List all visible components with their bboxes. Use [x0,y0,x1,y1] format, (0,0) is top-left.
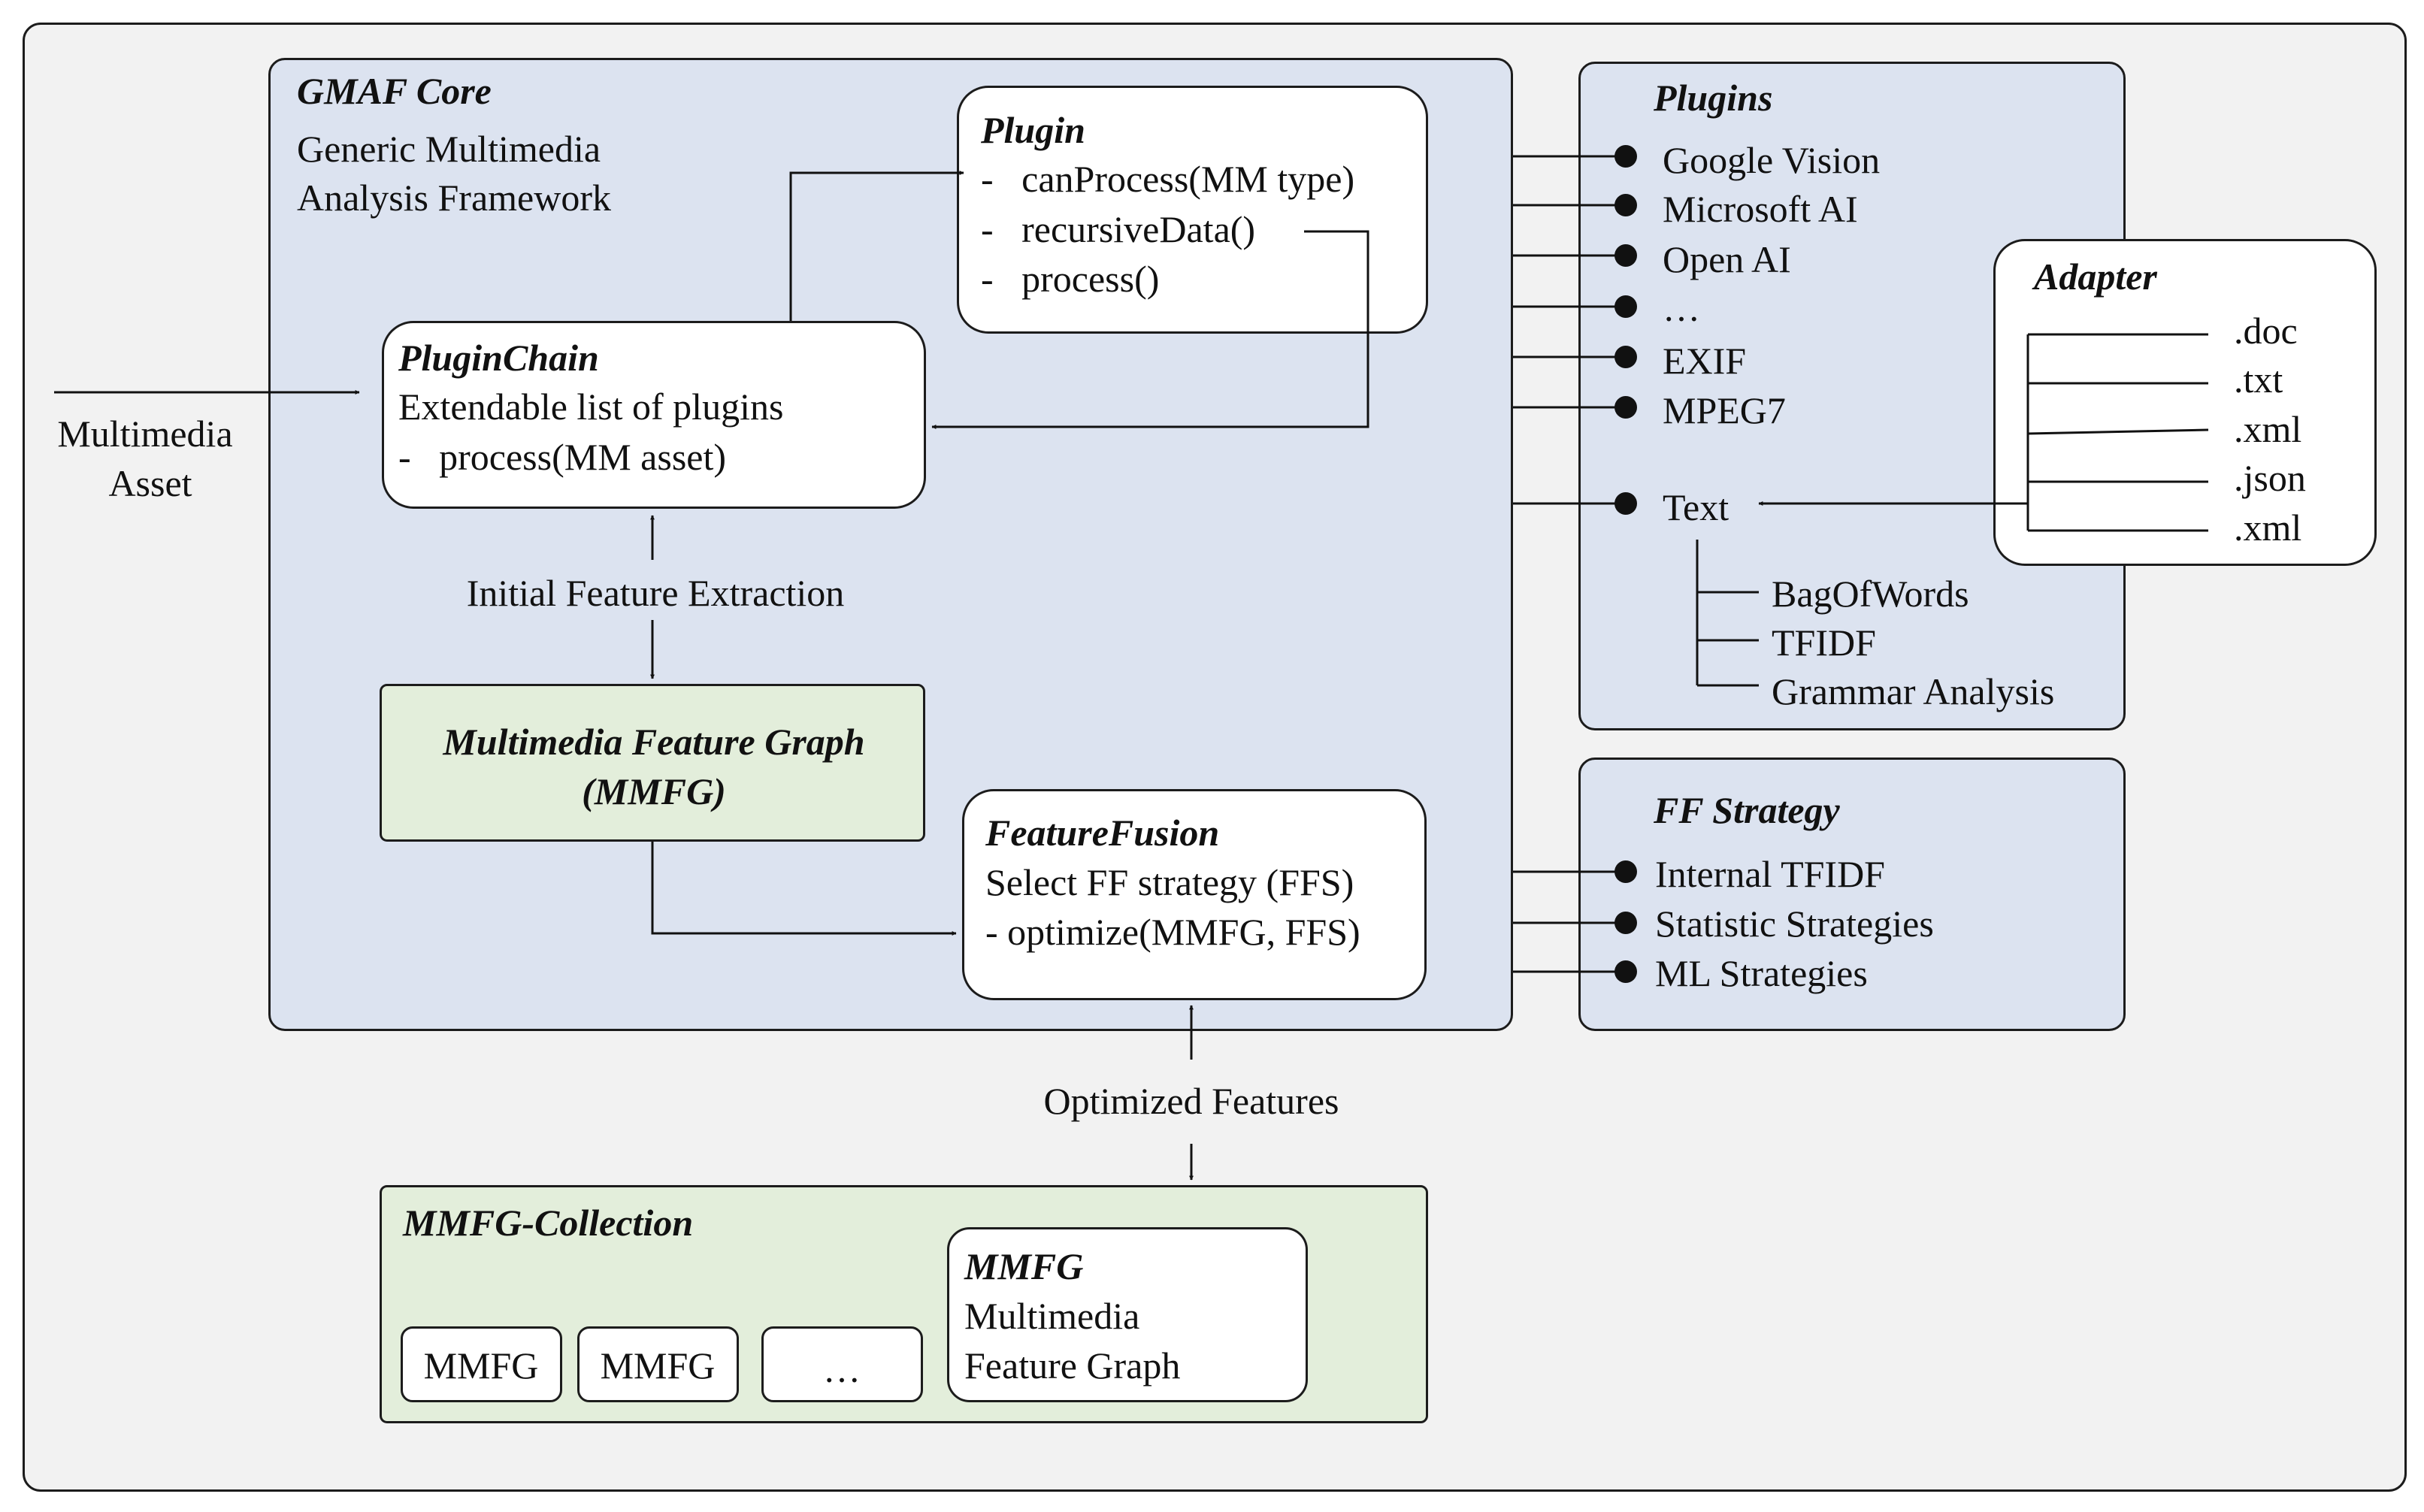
plugin-title: Plugin [981,109,1085,151]
plugin-chain-title: PluginChain [398,337,599,379]
text-child: Grammar Analysis [1772,670,2055,712]
plugin-item: Google Vision [1663,139,1881,181]
mmfg-detail-line2: Feature Graph [964,1344,1181,1387]
plugins-title: Plugins [1654,77,1773,119]
ff-strategy-item: ML Strategies [1655,952,1868,994]
plugin-bullet [1614,145,1637,168]
core-subtitle-line1: Generic Multimedia [297,128,601,170]
plugin-bullet [1614,396,1637,419]
ff-strategy-title: FF Strategy [1654,789,1840,831]
plugin-bullet [1614,295,1637,318]
asset-label-line1: Multimedia [57,413,233,455]
plugin-item: MPEG7 [1663,389,1786,431]
initial-extraction-label: Initial Feature Extraction [466,572,845,614]
mmfg-item-box [577,1326,739,1402]
feature-fusion-box [962,789,1427,1000]
plugin-bullet [1614,194,1637,216]
mmfg-detail-line1: Multimedia [964,1295,1140,1337]
plugin-bullet [1614,244,1637,267]
mmfg-item-box [401,1326,562,1402]
text-child: BagOfWords [1772,573,1969,615]
mmfg-to-fusion-arrow [651,842,957,936]
ff-strategy-panel [1578,758,2126,1031]
ff-bullet [1614,960,1637,983]
adapter-format: .xml [2234,507,2302,549]
plugin-chain-box [382,321,926,509]
ff-strategy-item: Statistic Strategies [1655,903,1934,945]
plugin-box [957,86,1428,334]
collection-item-label: … [823,1348,861,1390]
text-child: TFIDF [1772,621,1876,664]
recursive-data-arrow [931,230,1369,429]
plugin-method: - canProcess(MM type) [981,158,1355,200]
plugin-chain-desc: Extendable list of plugins [398,386,784,428]
adapter-format: .doc [2234,310,2298,352]
ff-bullet [1614,912,1637,934]
mmfg-detail-title: MMFG [964,1245,1084,1287]
collection-item-label: MMFG [600,1344,716,1387]
plugin-method: - process() [981,258,1160,300]
optimized-features-label: Optimized Features [1043,1080,1339,1122]
mmfg-box-line1: Multimedia Feature Graph [443,721,865,763]
plugin-item-text: Text [1663,486,1729,528]
adapter-tree-branch [2027,428,2209,435]
ff-bullet [1614,860,1637,883]
chain-to-plugin-arrow [789,171,964,321]
collection-title: MMFG-Collection [403,1202,694,1244]
ff-strategy-item: Internal TFIDF [1655,853,1885,895]
plugin-item: Open AI [1663,238,1791,280]
mmfg-box-line2: (MMFG) [582,770,726,812]
collection-item-label: MMFG [423,1344,539,1387]
mmfg-box [380,684,925,842]
plugin-chain-method: - process(MM asset) [398,436,727,478]
plugin-item: … [1663,287,1700,329]
adapter-format: .json [2234,457,2306,499]
core-title: GMAF Core [297,70,492,112]
asset-label-line2: Asset [108,462,192,504]
mmfg-item-box-ellipsis [761,1326,923,1402]
feature-fusion-method: - optimize(MMFG, FFS) [985,911,1360,953]
plugin-method: - recursiveData() [981,208,1256,250]
adapter-title: Adapter [2034,256,2157,298]
plugin-bullet [1614,492,1637,515]
plugin-item: EXIF [1663,340,1747,382]
mmfg-detail-box [947,1227,1308,1402]
plugin-item: Microsoft AI [1663,188,1858,230]
core-subtitle-line2: Analysis Framework [297,177,611,219]
adapter-box [1993,239,2377,566]
adapter-format: .xml [2234,408,2302,450]
feature-fusion-desc: Select FF strategy (FFS) [985,861,1354,903]
feature-fusion-title: FeatureFusion [985,812,1220,854]
plugin-bullet [1614,346,1637,368]
adapter-format: .txt [2234,358,2283,401]
